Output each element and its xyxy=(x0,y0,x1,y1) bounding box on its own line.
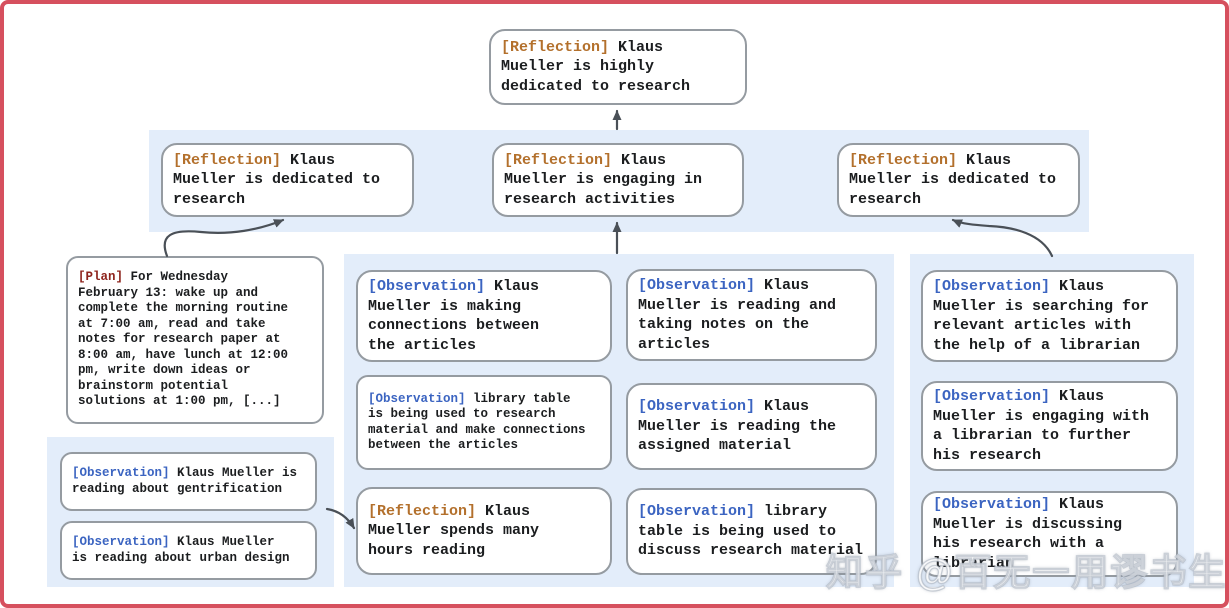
plan-tag: [Plan] xyxy=(78,270,124,285)
observation-tag: [Observation] xyxy=(933,496,1051,513)
node-text: [Reflection]Klaus Mueller is dedicated t… xyxy=(849,151,1057,208)
node-text: [Plan]For Wednesday February 13: wake up… xyxy=(78,270,289,409)
node-text: [Observation]Klaus Mueller is reading th… xyxy=(638,398,837,455)
node-text: [Reflection]Klaus Mueller spends many ho… xyxy=(368,502,540,559)
observation-tag: [Observation] xyxy=(638,503,756,521)
reflection-node-right: [Reflection]Klaus Mueller is dedicated t… xyxy=(837,143,1080,217)
reflection-node-hours-reading: [Reflection]Klaus Mueller spends many ho… xyxy=(356,487,612,575)
node-text: [Observation]library table is being used… xyxy=(368,391,586,453)
observation-node-searching-articles: [Observation]Klaus Mueller is searching … xyxy=(921,270,1178,362)
observation-tag: [Observation] xyxy=(933,278,1051,295)
reflection-node-root: [Reflection]Klaus Mueller is highly dedi… xyxy=(489,29,747,105)
plan-node: [Plan]For Wednesday February 13: wake up… xyxy=(66,256,324,424)
node-text: [Observation]Klaus Mueller is reading an… xyxy=(638,277,837,353)
node-text: [Reflection]Klaus Mueller is engaging in… xyxy=(504,151,703,208)
observation-node-library-table-research: [Observation]library table is being used… xyxy=(356,375,612,470)
node-text: [Reflection]Klaus Mueller is dedicated t… xyxy=(173,151,381,208)
observation-tag: [Observation] xyxy=(368,391,466,406)
observation-node-library-table-discuss: [Observation]library table is being used… xyxy=(626,488,877,575)
observation-node-urban-design: [Observation]Klaus Mueller is reading ab… xyxy=(60,521,317,580)
observation-node-assigned-material: [Observation]Klaus Mueller is reading th… xyxy=(626,383,877,470)
node-text: [Reflection]Klaus Mueller is highly dedi… xyxy=(501,38,691,95)
reflection-tag: [Reflection] xyxy=(504,151,613,169)
observation-node-making-connections: [Observation]Klaus Mueller is making con… xyxy=(356,270,612,362)
reflection-node-middle: [Reflection]Klaus Mueller is engaging in… xyxy=(492,143,744,217)
observation-node-discussing-research: [Observation]Klaus Mueller is discussing… xyxy=(921,491,1178,577)
observation-tag: [Observation] xyxy=(72,535,170,549)
node-text: [Observation]Klaus Mueller is making con… xyxy=(368,278,540,354)
observation-tag: [Observation] xyxy=(638,277,756,294)
observation-tag: [Observation] xyxy=(638,398,756,416)
zhihu-watermark: 知乎 @百无一用谬书生 xyxy=(825,551,1228,593)
observation-tag: [Observation] xyxy=(368,278,486,295)
observation-node-engaging-librarian: [Observation]Klaus Mueller is engaging w… xyxy=(921,381,1178,471)
node-text: [Observation]Klaus Mueller is searching … xyxy=(933,278,1150,354)
reflection-tag: [Reflection] xyxy=(849,151,958,169)
node-text: [Observation]Klaus Mueller is reading ab… xyxy=(72,466,298,496)
observation-node-taking-notes: [Observation]Klaus Mueller is reading an… xyxy=(626,269,877,361)
reflection-tag: [Reflection] xyxy=(173,151,282,169)
node-text: [Observation]library table is being used… xyxy=(638,503,864,560)
observation-tag: [Observation] xyxy=(933,388,1051,405)
node-text: [Observation]Klaus Mueller is reading ab… xyxy=(72,535,290,565)
observation-tag: [Observation] xyxy=(72,466,170,480)
node-text: [Observation]Klaus Mueller is engaging w… xyxy=(933,388,1150,464)
observation-node-gentrification: [Observation]Klaus Mueller is reading ab… xyxy=(60,452,317,511)
reflection-node-left: [Reflection]Klaus Mueller is dedicated t… xyxy=(161,143,414,217)
reflection-tag: [Reflection] xyxy=(501,38,610,56)
reflection-tag: [Reflection] xyxy=(368,502,477,520)
node-text: [Observation]Klaus Mueller is discussing… xyxy=(933,496,1123,572)
